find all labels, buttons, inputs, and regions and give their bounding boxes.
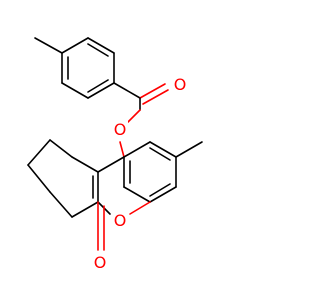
cyclopentane-bond-4 xyxy=(49,191,73,218)
ester-o-aryl-bond xyxy=(119,141,125,158)
lactone-carbonyl-oxygen-label: O xyxy=(94,253,107,272)
cyclopentane-bond-2 xyxy=(27,139,51,166)
toluoyl-ring-inner-2 xyxy=(87,79,109,93)
ring-oxygen-label: O xyxy=(114,211,127,230)
toluoyl-ring-bond-3 xyxy=(87,82,115,99)
ester-carbonyl-double-2 xyxy=(142,89,169,105)
chromene-ring-bond-2 xyxy=(149,141,177,158)
lactone-bond-2 xyxy=(97,156,125,173)
chemical-structure: O O O O xyxy=(27,37,203,272)
ester-oxygen-label: O xyxy=(114,120,127,139)
toluoyl-ring-bond-2 xyxy=(61,82,89,99)
cyclopentane-bond-1 xyxy=(49,139,73,158)
chromene-ring-inner-2 xyxy=(149,183,171,197)
chromene-ring-inner-1 xyxy=(149,147,171,161)
cyclopentane-bond-3 xyxy=(27,164,51,193)
methyl-bond-toluoyl xyxy=(34,37,63,54)
toluoyl-ring-inner-3 xyxy=(87,43,109,57)
ester-o-bond-a xyxy=(127,109,141,123)
lactone-bond-4 xyxy=(71,201,99,218)
toluoyl-ring-bond-5 xyxy=(87,37,115,54)
chromene-ring-bond-5 xyxy=(123,186,151,203)
toluoyl-ring-bond-6 xyxy=(61,37,89,54)
carbonyl-oxygen-ester-label: O xyxy=(174,75,187,94)
chromene-ring-bond-4 xyxy=(149,186,177,203)
lactone-bond-3 xyxy=(71,156,99,173)
ring-o-bond-aryl xyxy=(129,201,151,215)
structure-canvas: O O O O xyxy=(27,37,203,272)
aryl-carbonyl-bond xyxy=(113,82,141,99)
ester-carbonyl-double-1 xyxy=(139,83,166,99)
chromene-ring-bond-1 xyxy=(123,141,151,158)
bonds xyxy=(27,37,203,251)
atom-labels: O O O O xyxy=(92,74,188,272)
methyl-bond-chromene xyxy=(175,141,203,158)
